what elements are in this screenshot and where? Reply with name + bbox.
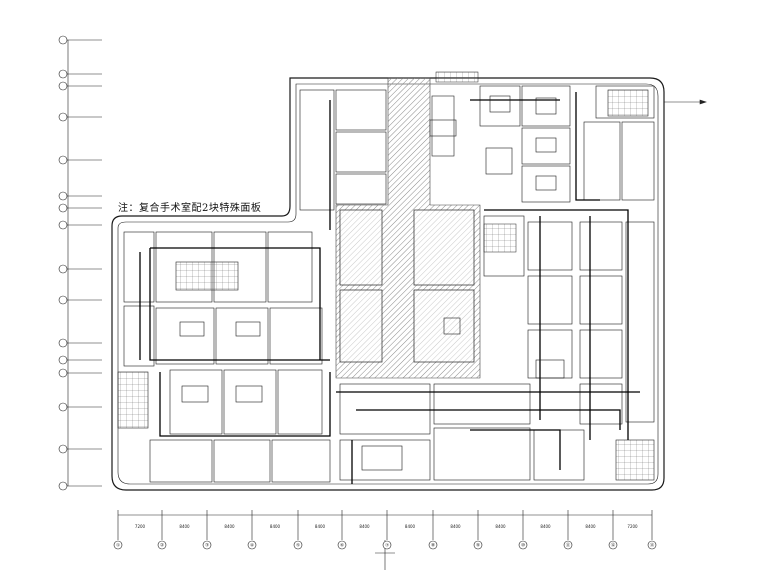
bottom-axis-label: ①	[116, 543, 120, 549]
left-axis-marker	[58, 191, 68, 201]
bottom-axis-label: ⑩	[521, 543, 525, 549]
bottom-dimension: 8400	[540, 524, 551, 529]
bottom-dimension: 8400	[405, 524, 416, 529]
left-axis-marker	[58, 112, 68, 122]
bottom-axis-marker	[113, 540, 123, 550]
leader-arrow	[664, 99, 707, 105]
bottom-dimension: 8400	[450, 524, 461, 529]
room-partitions	[123, 85, 655, 483]
bottom-axis-label: ⑫	[611, 542, 616, 549]
bottom-axis-label: ⑬	[650, 542, 655, 549]
bottom-axis-marker	[157, 540, 167, 550]
bottom-dimension: 8400	[585, 524, 596, 529]
bottom-dimension: 8400	[179, 524, 190, 529]
bottom-axis-marker	[473, 540, 483, 550]
left-axis-marker	[58, 35, 68, 45]
fixtures	[179, 95, 565, 471]
left-axis-marker	[58, 481, 68, 491]
left-axis-marker	[58, 355, 68, 365]
left-axis-marker	[58, 402, 68, 412]
bottom-axis-label: ②	[160, 543, 164, 549]
left-axis-marker	[58, 338, 68, 348]
bottom-axis-marker	[247, 540, 257, 550]
bottom-axis-label: ⑧	[431, 543, 435, 549]
pipe-runs	[139, 92, 640, 484]
left-axis-marker	[58, 155, 68, 165]
bottom-dimension: 8400	[224, 524, 235, 529]
bottom-axis-marker	[647, 540, 657, 550]
left-axis-marker	[58, 220, 68, 230]
left-axis-marker	[58, 368, 68, 378]
bottom-axis-label: ③	[205, 543, 209, 549]
bottom-axis-marker	[428, 540, 438, 550]
bottom-dimension: 8400	[495, 524, 506, 529]
stair-cores	[117, 71, 655, 481]
left-axis-marker	[58, 295, 68, 305]
bottom-axis-label: ⑦	[385, 543, 389, 549]
bottom-axis-label: ④	[250, 543, 254, 549]
bottom-axis-label: ⑨	[476, 543, 480, 549]
building-outline	[111, 77, 665, 491]
bottom-axis-marker	[563, 540, 573, 550]
left-axis-marker	[58, 81, 68, 91]
bottom-axis-markers: ① ② ③ ④ ⑤ ⑥ ⑦ ⑧ ⑨ ⑩ ⑪ ⑫ ⑬ 7200 8400 8400 8400 8400 8400 840…	[113, 510, 657, 550]
bottom-axis-marker	[518, 540, 528, 550]
bottom-dimension: 7200	[627, 524, 638, 529]
bottom-dimension: 8400	[359, 524, 370, 529]
bottom-dimension: 7200	[135, 524, 146, 529]
bottom-axis-label: ⑥	[340, 543, 344, 549]
central-core-hatched	[335, 77, 481, 379]
bottom-dimension: 8400	[270, 524, 281, 529]
left-axis	[58, 35, 102, 491]
bottom-dimension: 8400	[315, 524, 326, 529]
bottom-axis-marker	[608, 540, 618, 550]
annotation-note: 注：复合手术室配2块特殊面板	[118, 203, 262, 214]
bottom-axis-marker	[382, 540, 392, 550]
bottom-axis-marker	[202, 540, 212, 550]
bottom-axis-marker	[337, 540, 347, 550]
bottom-axis-label: ⑪	[566, 542, 571, 549]
left-axis-marker	[58, 69, 68, 79]
bottom-axis-label: ⑤	[296, 543, 300, 549]
left-axis-marker	[58, 203, 68, 213]
left-axis-marker	[58, 444, 68, 454]
left-axis-marker	[58, 264, 68, 274]
bottom-axis-marker	[293, 540, 303, 550]
